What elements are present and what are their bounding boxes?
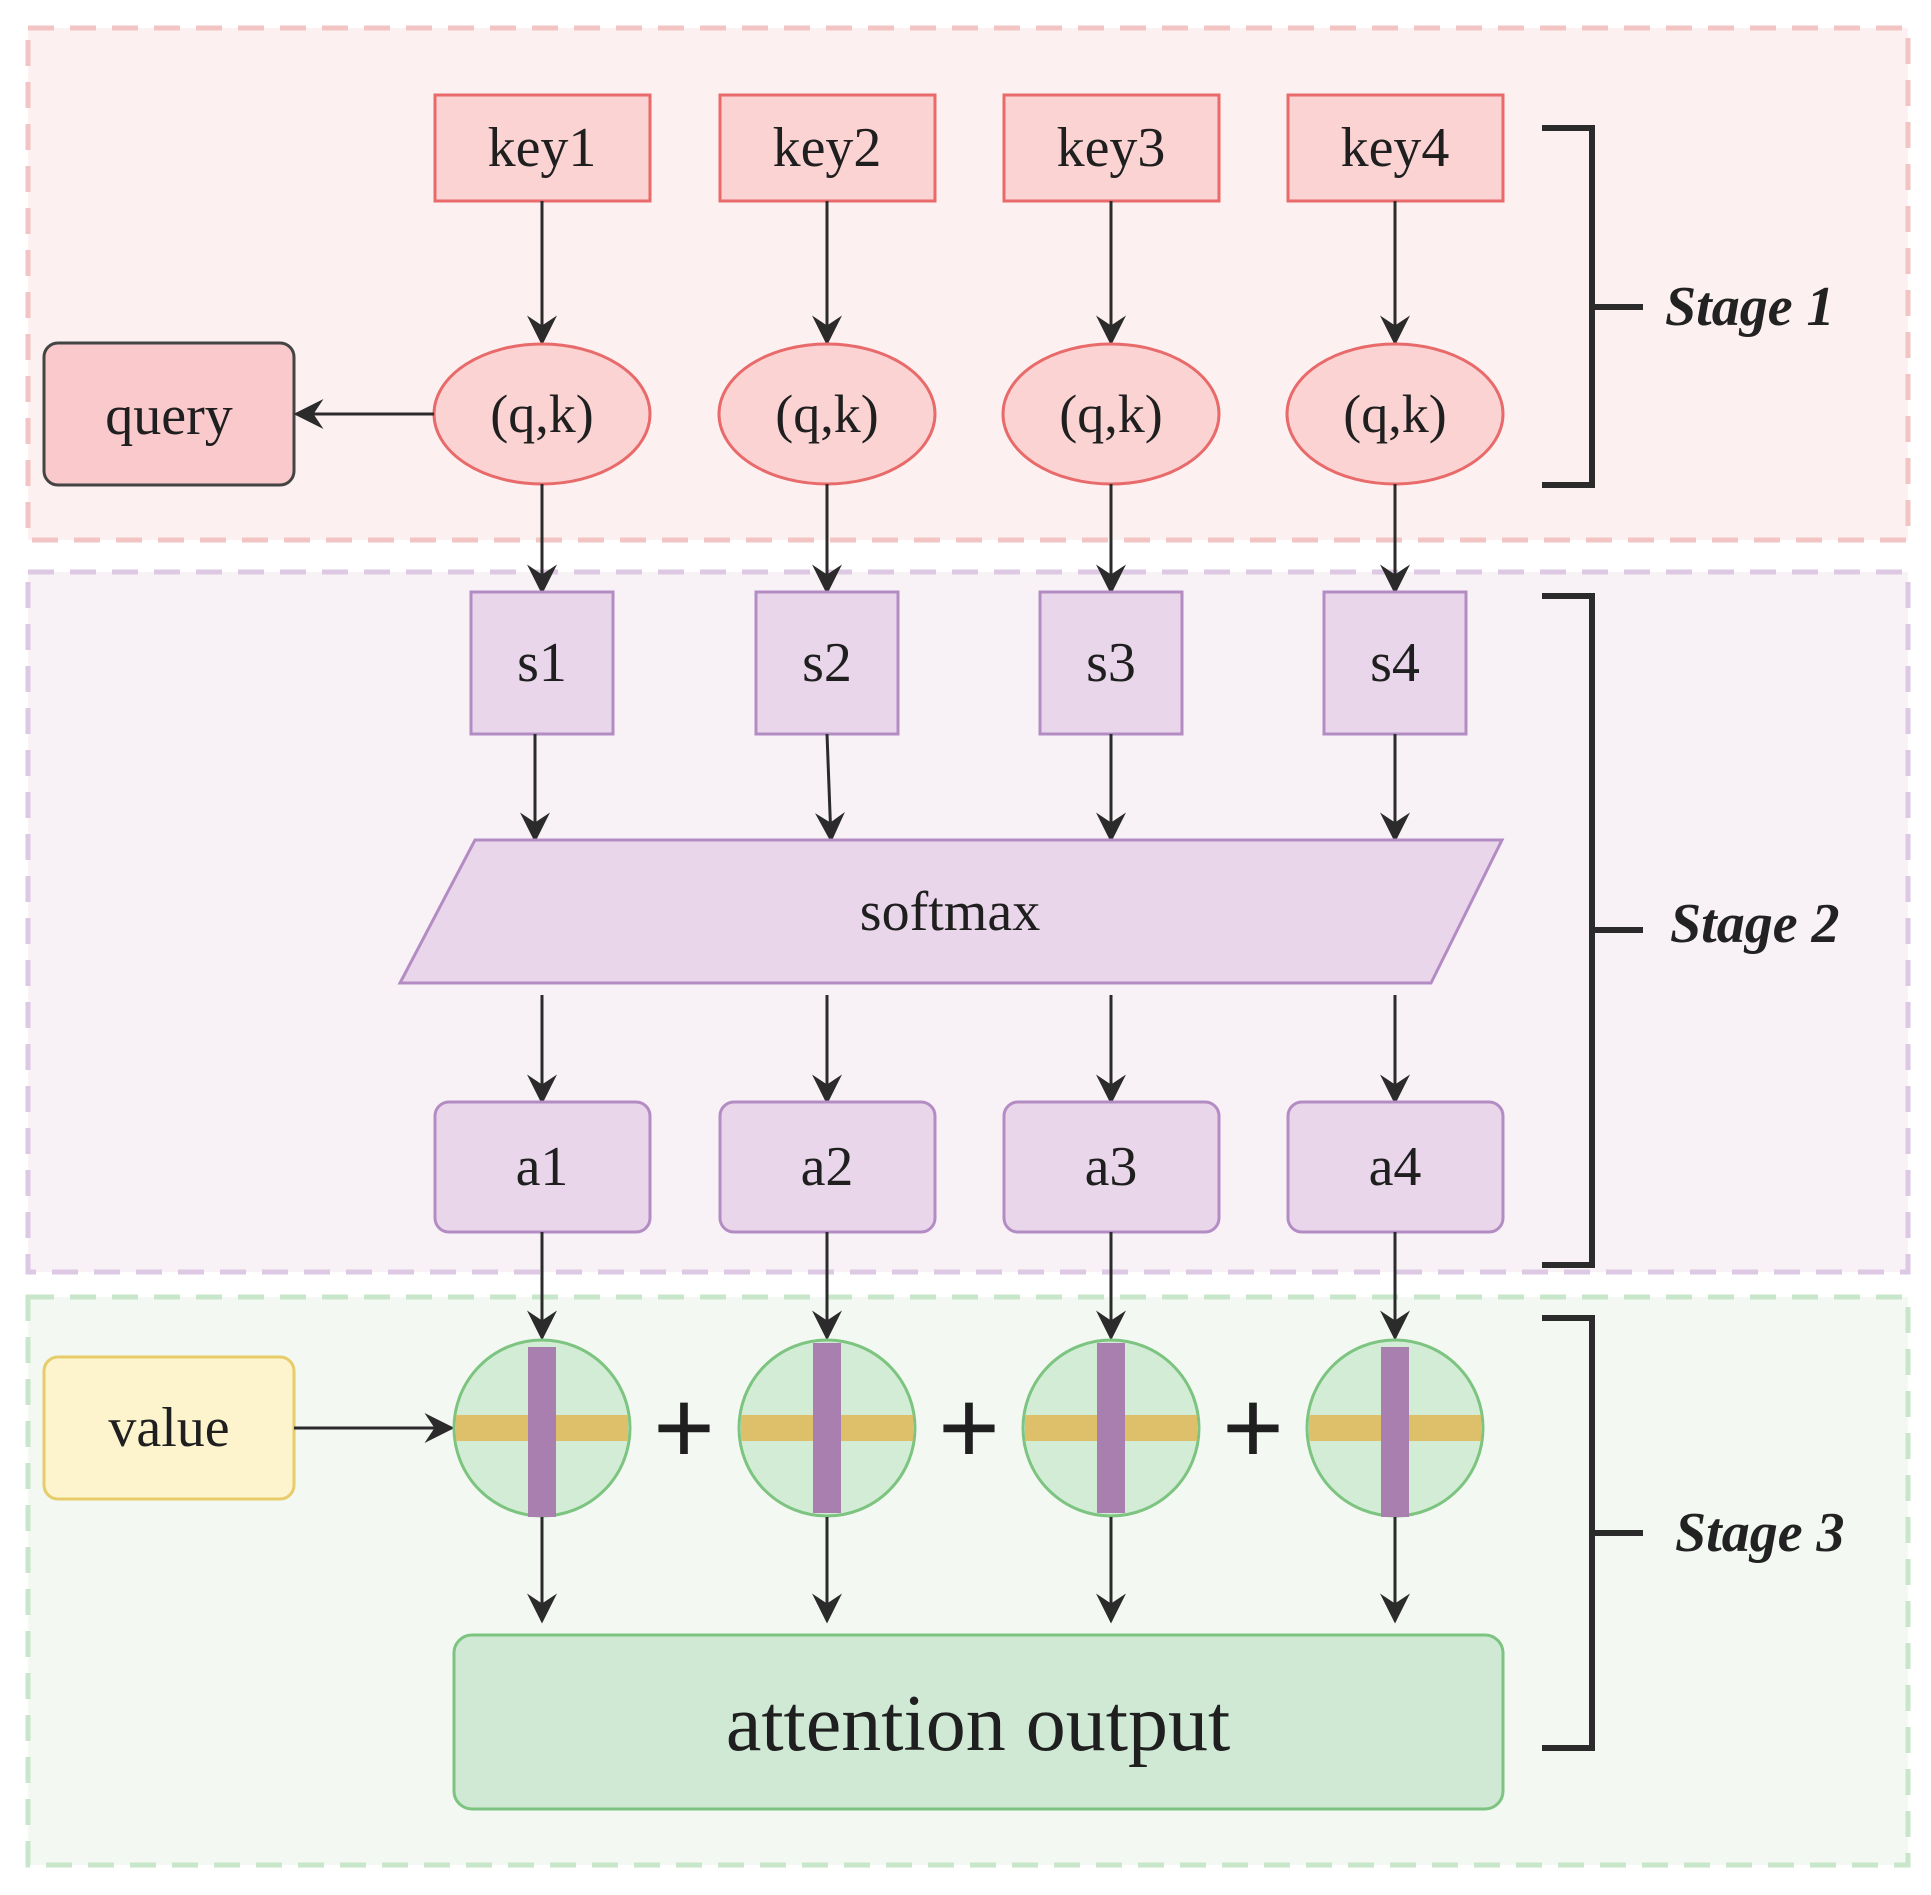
weight-label-4: a4 — [1369, 1136, 1422, 1198]
value-box: value — [42, 1355, 296, 1501]
score-box-4: s4 — [1322, 590, 1468, 736]
score-box-2: s2 — [754, 590, 900, 736]
key-box-2: key2 — [718, 93, 937, 203]
pair-label-3: (q,k) — [1059, 384, 1162, 444]
pair-node-1: (q,k) — [432, 342, 652, 486]
query-box: query — [42, 341, 296, 487]
stage2-bracket — [1542, 593, 1643, 1268]
pair-label-1: (q,k) — [490, 384, 593, 444]
softmax-block: softmax — [397, 838, 1505, 985]
plus-sign-2: + — [938, 1367, 1001, 1489]
score-label-2: s2 — [802, 632, 852, 694]
plus-sign-3: + — [1222, 1367, 1285, 1489]
query-label: query — [105, 385, 233, 447]
pair-label-4: (q,k) — [1343, 384, 1446, 444]
key-box-3: key3 — [1002, 93, 1221, 203]
weight-label-2: a2 — [801, 1136, 854, 1198]
multiply-node-3 — [1021, 1338, 1201, 1518]
stage3-bracket — [1542, 1315, 1643, 1751]
stage2-label: Stage 2 — [1670, 893, 1840, 955]
weight-label-3: a3 — [1085, 1136, 1138, 1198]
multiply-node-4 — [1305, 1338, 1485, 1518]
stage1-panel — [25, 25, 1911, 543]
key-label-3: key3 — [1057, 117, 1166, 179]
weight-box-4: a4 — [1286, 1100, 1505, 1234]
score-label-4: s4 — [1370, 632, 1420, 694]
plus-sign-1: + — [653, 1367, 716, 1489]
attention-output-label: attention output — [726, 1680, 1230, 1768]
stage1-label: Stage 1 — [1665, 276, 1835, 338]
stage3-label: Stage 3 — [1675, 1502, 1845, 1564]
weight-box-3: a3 — [1002, 1100, 1221, 1234]
score-box-1: s1 — [469, 590, 615, 736]
score-label-3: s3 — [1086, 632, 1136, 694]
value-label: value — [108, 1397, 229, 1459]
weight-box-1: a1 — [433, 1100, 652, 1234]
multiply-node-1 — [452, 1338, 632, 1518]
arrow-score2-softmax — [814, 733, 845, 843]
key-box-4: key4 — [1286, 93, 1505, 203]
key-label-2: key2 — [773, 117, 882, 179]
key-box-1: key1 — [433, 93, 652, 203]
pair-node-2: (q,k) — [717, 342, 937, 486]
weight-label-1: a1 — [516, 1136, 569, 1198]
score-box-3: s3 — [1038, 590, 1184, 736]
stage1-bracket — [1542, 125, 1643, 488]
pair-label-2: (q,k) — [775, 384, 878, 444]
key-label-1: key1 — [488, 117, 597, 179]
multiply-node-2 — [737, 1338, 917, 1518]
weight-box-2: a2 — [718, 1100, 937, 1234]
pair-node-4: (q,k) — [1285, 342, 1505, 486]
score-label-1: s1 — [517, 632, 567, 694]
pair-node-3: (q,k) — [1001, 342, 1221, 486]
key-label-4: key4 — [1341, 117, 1450, 179]
softmax-label: softmax — [860, 881, 1040, 943]
attention-output-box: attention output — [452, 1633, 1505, 1811]
